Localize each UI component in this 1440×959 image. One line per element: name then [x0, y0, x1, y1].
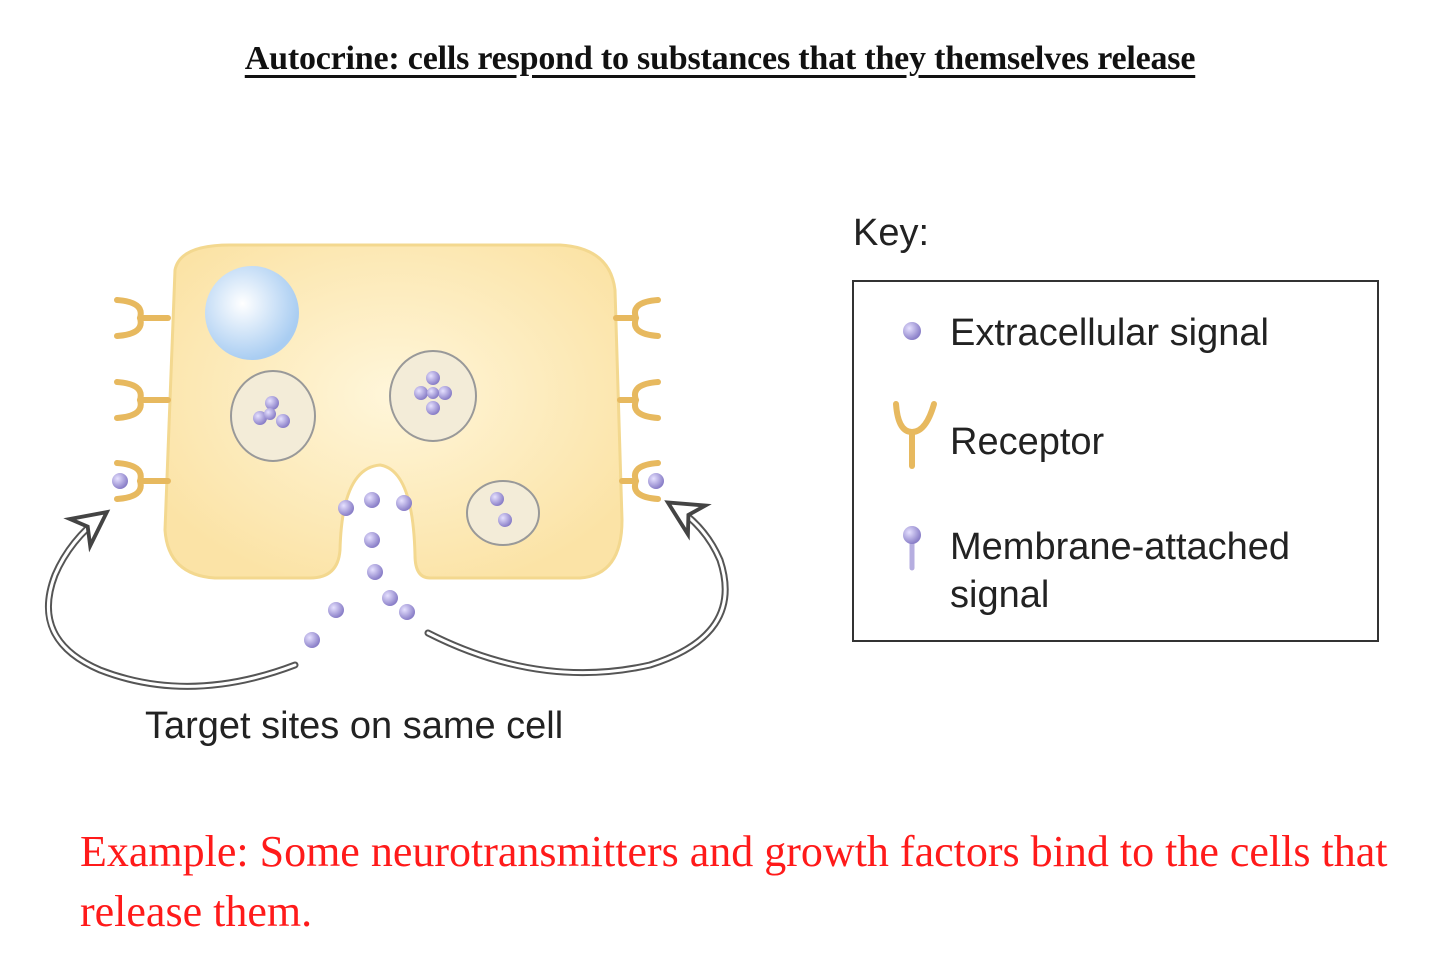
extracellular-signal-icon [903, 322, 921, 340]
bound-signal-left [112, 473, 128, 489]
vesicle [466, 480, 540, 546]
nucleus [205, 266, 299, 360]
arrow-left [44, 509, 299, 690]
receptor-right-2 [617, 379, 661, 421]
example-text: Example: Some neurotransmitters and grow… [80, 827, 1388, 936]
key-heading: Key: [853, 212, 930, 254]
receptor-icon [893, 401, 937, 469]
membrane-attached-signal-icon [903, 526, 921, 571]
key-box [852, 280, 1379, 642]
bound-signal-right [648, 473, 664, 489]
key-label-extracellular-signal: Extracellular signal [950, 312, 1269, 354]
released-signals [304, 492, 415, 648]
vesicle [389, 350, 477, 442]
key-label-receptor: Receptor [950, 421, 1105, 463]
receptor-left-2 [114, 379, 171, 421]
receptor-right-3 [619, 460, 661, 502]
key-label-membrane-attached-signal-line2: signal [950, 574, 1050, 616]
receptor-left-1 [114, 297, 171, 339]
arrow-right [424, 500, 729, 677]
page-title: Autocrine: cells respond to substances t… [244, 40, 1196, 77]
receptor-left-3 [114, 460, 171, 502]
diagram-caption: Target sites on same cell [145, 705, 564, 747]
key-label-membrane-attached-signal: Membrane-attached [950, 526, 1291, 568]
receptor-right-1 [613, 297, 661, 339]
vesicle [230, 370, 316, 462]
